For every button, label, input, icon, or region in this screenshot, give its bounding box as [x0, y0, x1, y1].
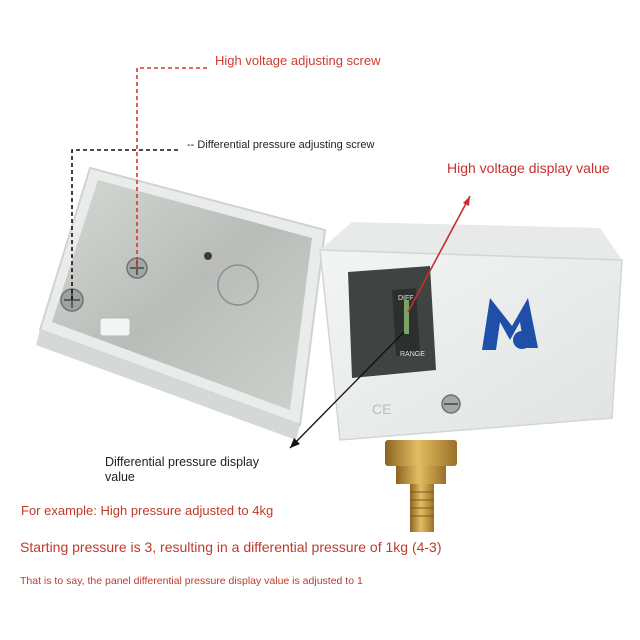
differential-display-label: Differential pressure display value — [105, 455, 260, 484]
brand-logo — [482, 298, 538, 350]
brass-fitting — [385, 440, 457, 532]
callout-lines — [71, 67, 471, 449]
diff-marking: DIFF — [398, 295, 414, 302]
note-box-example — [14, 496, 316, 524]
high-voltage-display-label: High voltage display value — [447, 160, 610, 176]
display-panel: DIFF RANGE — [348, 266, 436, 378]
differential-screw-label: -- Differential pressure adjusting screw — [187, 139, 375, 151]
range-marking: RANGE — [400, 351, 425, 358]
note-starting: Starting pressure is 3, resulting in a d… — [20, 539, 442, 555]
note-example: For example: High pressure adjusted to 4… — [21, 503, 274, 518]
differential-display-label-box — [98, 450, 288, 490]
note-conclusion: That is to say, the panel differential p… — [20, 575, 363, 587]
ce-mark: CE — [372, 401, 391, 417]
high-voltage-screw-label: High voltage adjusting screw — [215, 53, 381, 68]
pressure-switch-body: DIFF RANGE CE — [319, 222, 623, 441]
note-box-conclusion — [12, 568, 417, 596]
open-cover — [36, 166, 327, 440]
note-box-starting — [12, 532, 472, 562]
